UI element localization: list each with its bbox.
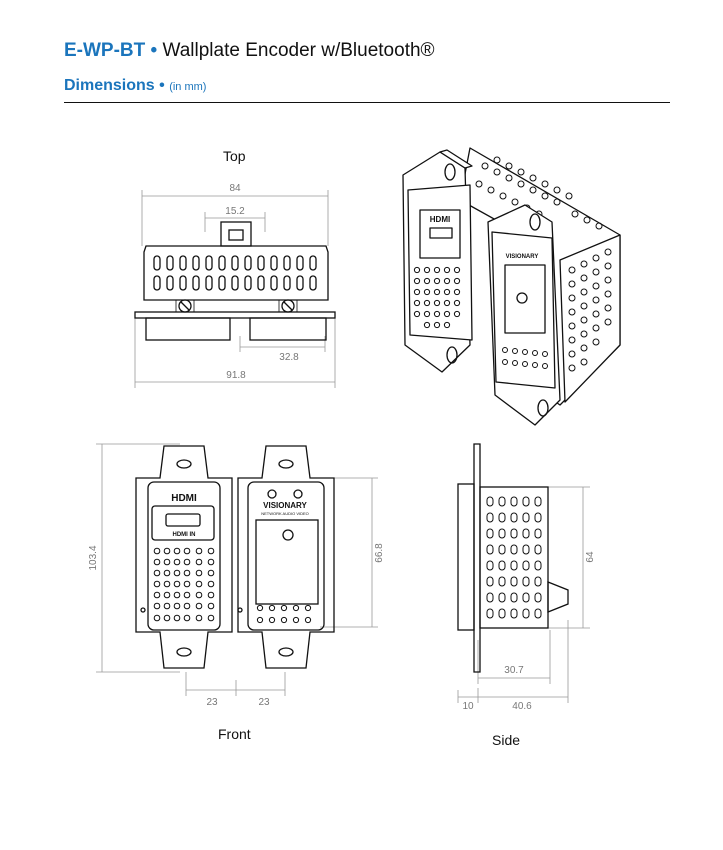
- front-right-holes: [256, 604, 312, 624]
- front-view: HDMI HDMI IN VISIONARY NETWORK AUDIO VID…: [96, 443, 378, 696]
- side-vent-slots: [486, 496, 542, 619]
- isometric-view: HDMI VISIONARY: [402, 147, 621, 426]
- dim-top-total-width: 91.8: [226, 370, 246, 381]
- section-heading: Dimensions • (in mm): [64, 77, 206, 95]
- dim-front-inner-height: 66.8: [374, 543, 385, 563]
- iso-brand-text: VISIONARY: [506, 254, 539, 260]
- side-dimension-lines: [457, 486, 590, 703]
- product-name: Wallplate Encoder w/Bluetooth®: [162, 40, 435, 61]
- dim-front-height: 103.4: [88, 545, 99, 570]
- iso-hdmi-text: HDMI: [430, 215, 450, 224]
- dim-side-plate-depth: 10: [462, 701, 474, 712]
- dim-side-depth-inner: 30.7: [504, 665, 524, 676]
- front-hdmi-text: HDMI: [171, 493, 197, 504]
- dim-side-height: 64: [585, 551, 596, 563]
- dim-top-overall-width: 84: [229, 183, 241, 194]
- top-view: [134, 190, 336, 388]
- front-left-holes: [153, 547, 215, 622]
- dim-top-connector-width: 15.2: [225, 206, 245, 217]
- front-brand-sub-text: NETWORK AUDIO VIDEO: [261, 511, 309, 516]
- title-separator: •: [150, 40, 158, 61]
- dim-front-left-offset: 23: [206, 697, 218, 708]
- top-view-label: Top: [223, 148, 246, 164]
- side-view-label: Side: [492, 732, 521, 748]
- front-view-label: Front: [218, 726, 251, 742]
- unit-note: (in mm): [169, 81, 207, 93]
- document-title: E-WP-BT • Wallplate Encoder w/Bluetooth®: [64, 40, 435, 62]
- dim-front-right-offset: 23: [258, 697, 270, 708]
- front-brand-text: VISIONARY: [263, 501, 307, 510]
- section-separator: •: [159, 77, 165, 94]
- dim-side-total-depth: 40.6: [512, 701, 532, 712]
- section-title: Dimensions: [64, 77, 155, 94]
- dim-top-port-spacing: 32.8: [279, 352, 299, 363]
- iso-right-holes: [502, 347, 548, 369]
- front-dimension-lines: [96, 443, 378, 696]
- iso-left-holes: [413, 266, 461, 329]
- front-hdmi-in-text: HDMI IN: [173, 532, 196, 538]
- iso-side-holes: [568, 248, 612, 372]
- header-rule: [64, 102, 670, 103]
- top-dimension-lines: [134, 190, 336, 388]
- iso-top-holes: [475, 156, 603, 230]
- model-number: E-WP-BT: [64, 40, 146, 61]
- side-view: [457, 443, 590, 703]
- top-vent-slots: [153, 255, 317, 291]
